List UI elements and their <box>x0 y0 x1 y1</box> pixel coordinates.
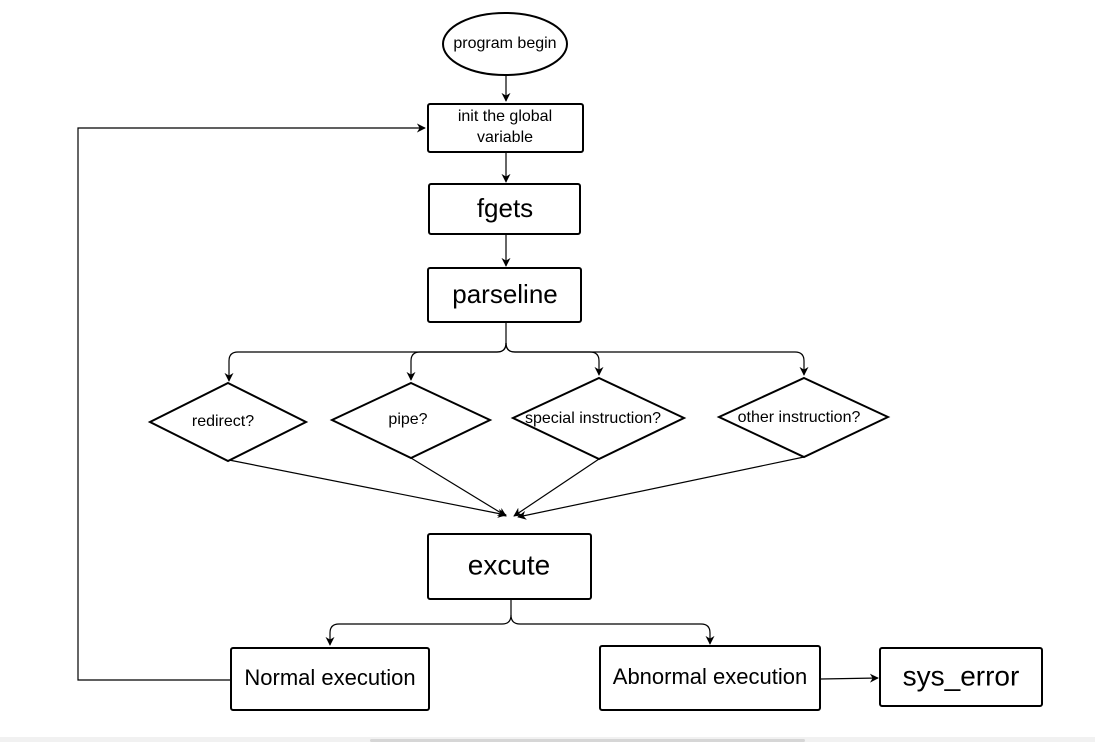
edge-other-execute <box>517 456 805 520</box>
edge-parseline-other <box>505 342 809 376</box>
edge-pipe-execute <box>410 457 507 517</box>
fgets-label: fgets <box>477 193 533 223</box>
node-init-global-variable: init the global variable <box>427 103 584 153</box>
edge-normal-loop-init <box>77 123 426 681</box>
edge-parseline-pipe <box>406 342 507 381</box>
abnormal-label: Abnormal execution <box>613 664 807 689</box>
pipe-label: pipe? <box>388 411 427 428</box>
special-label: special instruction? <box>525 410 661 427</box>
program-begin-label: program begin <box>453 35 556 52</box>
init-label-line1: init the global <box>458 108 552 125</box>
edge-execute-abnormal <box>510 614 715 645</box>
decision-pipe: pipe? <box>329 381 493 460</box>
node-abnormal-execution: Abnormal execution <box>599 645 821 711</box>
edge-redirect-execute <box>228 459 507 518</box>
decision-other-instruction: other instruction? <box>716 376 891 459</box>
redirect-label: redirect? <box>192 413 254 430</box>
horizontal-scrollbar-thumb[interactable] <box>370 739 805 742</box>
execute-label: excute <box>468 549 551 580</box>
node-program-begin: program begin <box>442 12 568 76</box>
edge-parseline-special <box>505 342 604 376</box>
node-fgets: fgets <box>428 183 581 235</box>
node-execute: excute <box>427 533 592 600</box>
edge-abnormal-sys-error <box>820 673 879 683</box>
node-normal-execution: Normal execution <box>230 647 430 711</box>
parseline-label: parseline <box>452 279 558 309</box>
decision-special-instruction: special instruction? <box>510 376 687 461</box>
init-label-line2: variable <box>477 129 533 146</box>
edges <box>77 76 879 683</box>
other-label: other instruction? <box>738 409 861 426</box>
normal-label: Normal execution <box>244 665 415 690</box>
edge-special-execute <box>513 458 600 517</box>
decision-redirect: redirect? <box>147 381 309 463</box>
sys-error-label: sys_error <box>903 660 1020 691</box>
node-parseline: parseline <box>427 267 582 323</box>
node-sys-error: sys_error <box>879 647 1043 707</box>
edge-execute-normal <box>325 600 512 646</box>
